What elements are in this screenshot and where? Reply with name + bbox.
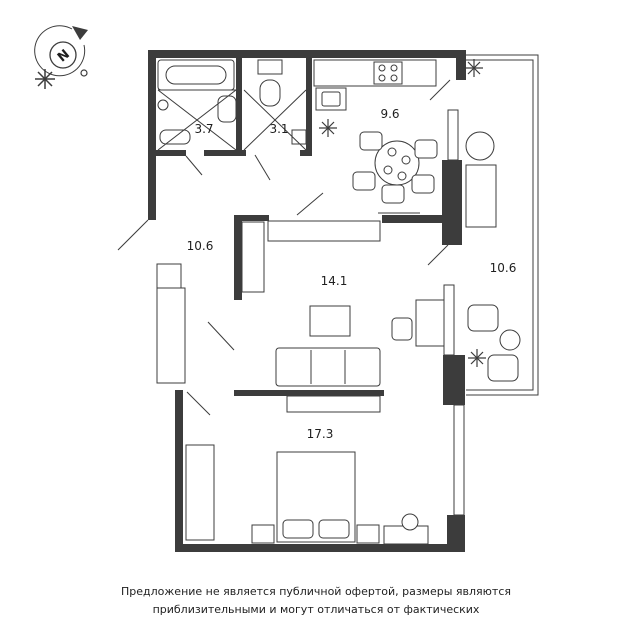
snowflake-icon xyxy=(319,119,337,137)
toilet-sink xyxy=(291,129,307,145)
disclaimer-line-1: Предложение не является публичной оферто… xyxy=(121,585,511,598)
living-door xyxy=(207,321,235,351)
hall-shelf xyxy=(241,221,265,293)
living-cabinet-top xyxy=(267,220,381,242)
loggia-armchair-1 xyxy=(467,304,499,332)
bathroom-fixtures xyxy=(157,59,237,151)
coffee-table xyxy=(309,305,351,337)
bedroom-furniture xyxy=(185,444,429,545)
area-label-living: 14.1 xyxy=(321,274,348,288)
disclaimer: Предложение не является публичной оферто… xyxy=(0,583,632,619)
bathroom-door xyxy=(185,155,203,176)
area-label-bathroom: 3.7 xyxy=(194,122,213,136)
balcony-door-kitchen xyxy=(429,79,451,101)
loggia-outline xyxy=(466,54,539,396)
area-label-loggia: 10.6 xyxy=(490,261,517,275)
kitchen-door xyxy=(296,192,324,216)
hall-wardrobe xyxy=(156,287,186,384)
sofa xyxy=(275,347,381,387)
loggia-bench xyxy=(465,164,497,228)
desk-chair xyxy=(391,317,413,341)
bedroom-wardrobe xyxy=(185,444,215,541)
doors xyxy=(117,79,451,416)
compass: N xyxy=(34,25,88,89)
hall-furniture xyxy=(156,220,381,384)
walls xyxy=(148,50,466,552)
living-furniture xyxy=(275,299,445,413)
area-label-toilet: 3.1 xyxy=(269,122,288,136)
toilet-fixtures xyxy=(243,59,307,151)
stove xyxy=(373,61,403,85)
washing-machine xyxy=(257,59,283,75)
compass-inner-circle xyxy=(49,41,77,69)
entrance-door xyxy=(117,219,149,251)
bedside-table-left xyxy=(251,524,275,544)
bedroom-chair xyxy=(401,513,419,531)
loggia-furniture xyxy=(465,131,521,382)
drain-icon xyxy=(157,99,169,111)
toilet-bowl xyxy=(259,79,281,107)
area-label-hall: 10.6 xyxy=(187,239,214,253)
loggia-armchair-2 xyxy=(487,354,519,382)
loggia-table-top xyxy=(465,131,495,161)
shoe-cabinet xyxy=(156,263,182,289)
compass-letter: N xyxy=(55,47,73,65)
bedside-table-right xyxy=(356,524,380,544)
area-label-bedroom: 17.3 xyxy=(307,427,334,441)
kitchen-furniture xyxy=(313,59,438,214)
snowflake-icon xyxy=(465,59,483,77)
snowflake-icon xyxy=(35,69,55,89)
washbasin xyxy=(217,95,237,123)
desk xyxy=(415,299,445,347)
compass-dot xyxy=(80,69,88,77)
balcony-door-living xyxy=(427,244,449,266)
snowflake-icon xyxy=(468,349,486,367)
disclaimer-line-2: приблизительными и могут отличаться от ф… xyxy=(152,603,480,616)
living-tv-unit xyxy=(286,395,381,413)
loggia-table-bottom xyxy=(499,329,521,351)
area-label-kitchen: 9.6 xyxy=(380,107,399,121)
compass-ring xyxy=(34,25,86,77)
compass-arrow-icon xyxy=(72,26,88,40)
toilet-door xyxy=(254,154,271,181)
bedroom-door xyxy=(186,391,211,416)
